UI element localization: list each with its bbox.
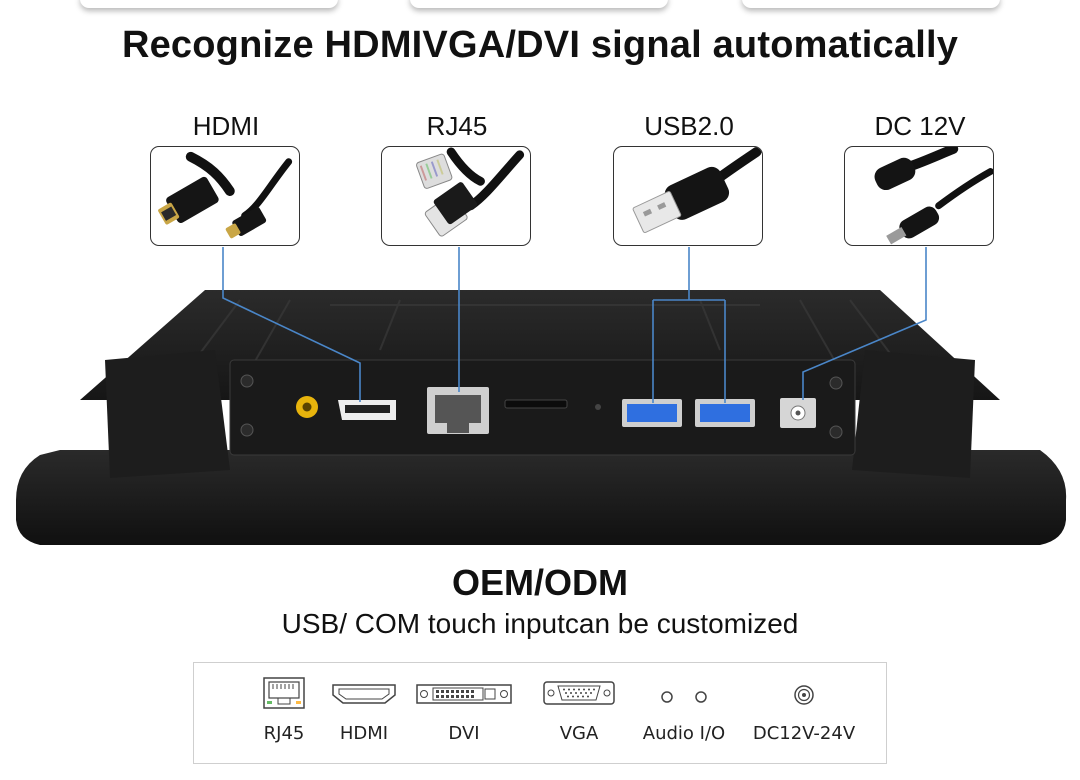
- legend-item-vga: VGA: [529, 663, 629, 763]
- legend-label-vga: VGA: [559, 723, 599, 744]
- dc-jack-icon: [739, 677, 869, 713]
- usb-cable-icon: [613, 146, 763, 246]
- vga-port-icon: [529, 677, 629, 713]
- legend-label-dc: DC12V-24V: [752, 723, 856, 744]
- top-pill-middle: [410, 0, 668, 8]
- port-card-usb: USB2.0: [613, 110, 765, 246]
- port-card-rj45: RJ45: [381, 110, 533, 246]
- device-top-surface: [80, 290, 1000, 400]
- usb-port-1: [622, 399, 682, 427]
- top-decoration: [0, 0, 1080, 12]
- legend-label-dvi: DVI: [448, 723, 480, 744]
- port-card-hdmi: HDMI: [150, 110, 302, 246]
- dvi-port-icon: [414, 677, 514, 713]
- dc-power-cable-icon: [844, 146, 994, 246]
- port-label-usb: USB2.0: [644, 111, 734, 141]
- rj45-cable-icon: [381, 146, 531, 246]
- legend-item-hdmi: HDMI: [319, 663, 409, 763]
- top-pill-left: [80, 0, 338, 8]
- io-panel: [229, 359, 856, 456]
- legend-label-audio: Audio I/O: [642, 723, 726, 744]
- legend-label-rj45: RJ45: [263, 723, 305, 744]
- usb-port-2: [695, 399, 755, 427]
- oem-title: OEM/ODM: [452, 562, 628, 603]
- top-pill-right: [742, 0, 1000, 8]
- port-label-dc: DC 12V: [874, 111, 966, 141]
- rj45-port: [427, 387, 489, 434]
- port-card-dc: DC 12V: [844, 110, 996, 246]
- legend-item-dc: DC12V-24V: [739, 663, 869, 763]
- port-label-hdmi: HDMI: [192, 111, 260, 141]
- port-label-rj45: RJ45: [426, 111, 488, 141]
- legend-label-hdmi: HDMI: [339, 723, 389, 744]
- legend-item-rj45: RJ45: [244, 663, 324, 763]
- legend-item-dvi: DVI: [414, 663, 514, 763]
- headline: Recognize HDMIVGA/DVI signal automatical…: [121, 24, 959, 66]
- interface-legend: RJ45 HDMI: [193, 662, 887, 764]
- hdmi-port: [338, 400, 396, 420]
- hdmi-cable-icon: [150, 146, 300, 246]
- connector-lines: [222, 247, 927, 403]
- hdmi-port-icon: [319, 677, 409, 713]
- audio-port: [296, 396, 318, 418]
- oem-subtitle: USB/ COM touch inputcan be customized: [281, 608, 799, 639]
- device-base: [16, 450, 1067, 545]
- audio-jack-icon: [629, 677, 739, 713]
- dc-port: [780, 398, 816, 428]
- rj45-port-icon: [244, 677, 324, 713]
- legend-item-audio: Audio I/O: [629, 663, 739, 763]
